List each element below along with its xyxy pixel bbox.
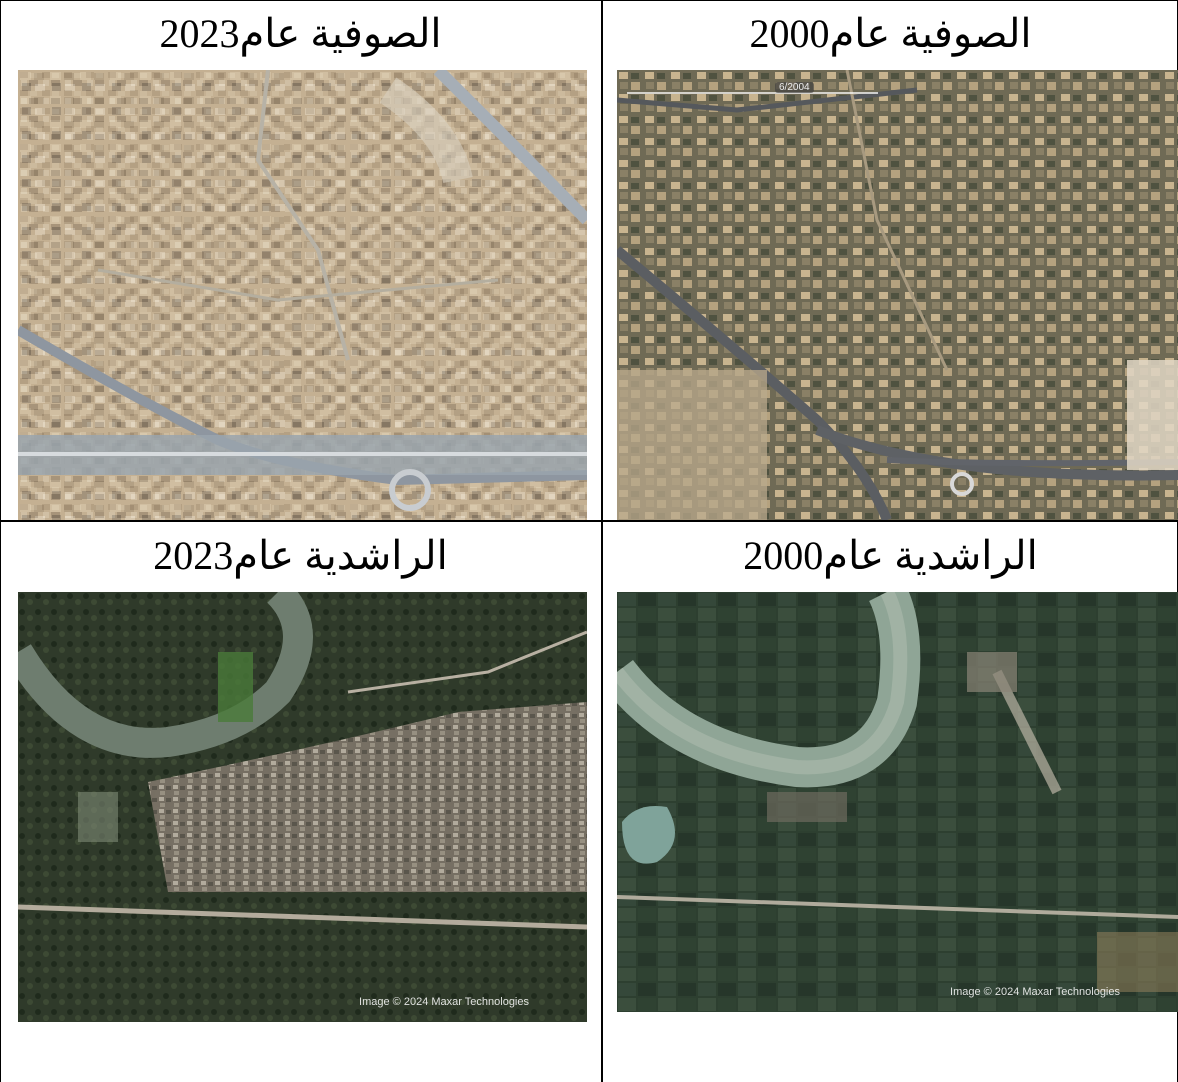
satellite-image-sufiya-2000: 6/2004 [617,70,1178,520]
column-divider [601,0,603,1082]
imagery-credit: Image © 2024 Maxar Technologies [359,996,529,1008]
timeline-date-label: 6/2004 [775,82,814,93]
panel-title-rashidiya-2000: الراشدية عام2000 [743,533,1038,578]
panel-title-rashidiya-2023: الراشدية عام2023 [153,533,448,578]
cell-rashidiya-2023: الراشدية عام2023 [0,522,601,1082]
satellite-image-sufiya-2023 [18,70,587,520]
cell-sufiya-2023: الصوفية عام2023 [0,0,601,520]
panel-title-sufiya-2023: الصوفية عام2023 [159,11,442,56]
cell-rashidiya-2000: الراشدية عام2000 Image © 2024 Max [603,522,1178,1082]
cell-sufiya-2000: الصوفية عام2000 6/2004 [603,0,1178,520]
timeline-bar: 6/2004 [627,80,878,94]
satellite-image-rashidiya-2023: Image © 2024 Maxar Technologies [18,592,587,1022]
imagery-credit: Image © 2024 Maxar Technologies [950,986,1120,998]
satellite-image-rashidiya-2000: Image © 2024 Maxar Technologies [617,592,1178,1012]
row-divider [0,520,1178,522]
panel-title-sufiya-2000: الصوفية عام2000 [749,11,1032,56]
